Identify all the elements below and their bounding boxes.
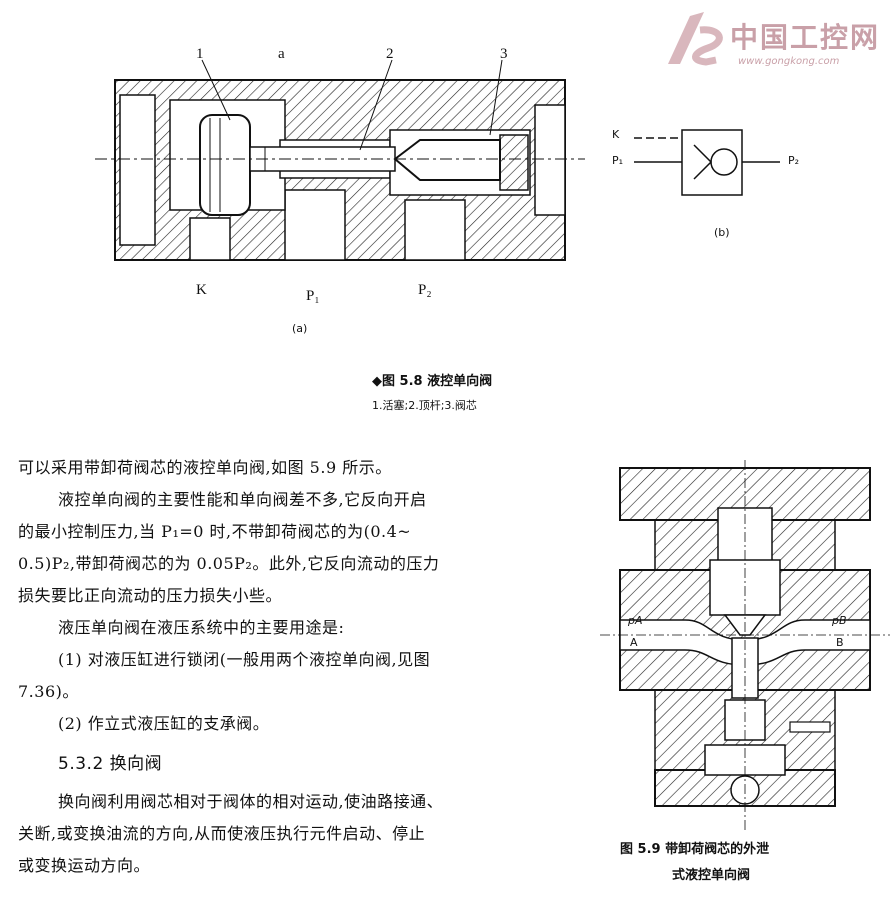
body-text: 可以采用带卸荷阀芯的液控单向阀,如图 5.9 所示。 液控单向阀的主要性能和单向… (18, 452, 588, 882)
port-p2: P₂ (418, 282, 432, 298)
port-p1: P₁ (306, 288, 320, 304)
callout-1: 1 (196, 46, 204, 62)
callout-2: 2 (386, 46, 394, 62)
fig-5-9-b: B (836, 636, 844, 649)
ie-logo-icon (668, 12, 723, 66)
paragraph-1: 可以采用带卸荷阀芯的液控单向阀,如图 5.9 所示。 (18, 458, 392, 477)
paragraph-4-line-1: (1) 对液压缸进行锁闭(一般用两个液控单向阀,见图 (58, 650, 431, 669)
paragraph-6-line-1: 换向阀利用阀芯相对于阀体的相对运动,使油路接通、 (58, 792, 444, 811)
fig-5-9-pb: pB (832, 614, 847, 627)
fig-5-9-a: A (630, 636, 638, 649)
paragraph-3: 液压单向阀在液压系统中的主要用途是: (58, 618, 345, 637)
brand-url: www.gongkong.com (738, 56, 840, 67)
watermark-logo: 中国工控网 www.gongkong.com (660, 8, 890, 68)
symbol-k: K (612, 128, 620, 141)
subfig-b-label: (b) (714, 226, 730, 239)
paragraph-4-line-2: 7.36)。 (18, 682, 79, 701)
fig-5-8-caption: ◆图 5.8 液控单向阀 (372, 374, 493, 389)
section-heading: 5.3.2 换向阀 (58, 754, 163, 774)
symbol-p2: P₂ (788, 154, 800, 167)
fig-5-9-caption-line2: 式液控单向阀 (672, 868, 751, 883)
paragraph-2-line-2: 的最小控制压力,当 P₁=0 时,不带卸荷阀芯的为(0.4~ (18, 522, 412, 541)
symbol-p1: P₁ (612, 154, 624, 167)
subfig-a-label: (a) (292, 322, 308, 335)
paragraph-5: (2) 作立式液压缸的支承阀。 (58, 714, 270, 733)
fig-5-9-caption-line1: 图 5.9 带卸荷阀芯的外泄 (620, 842, 770, 857)
callout-a: a (278, 46, 285, 62)
paragraph-6-line-2: 关断,或变换油流的方向,从而使液压执行元件启动、停止 (18, 824, 426, 843)
paragraph-2-line-4: 损失要比正向流动的压力损失小些。 (18, 586, 283, 605)
check-valve-symbol (634, 129, 780, 196)
brand-name: 中国工控网 (730, 21, 881, 54)
callout-3: 3 (500, 46, 508, 62)
fig-5-9-drawing (600, 460, 890, 830)
paragraph-2-line-3: 0.5)P₂,带卸荷阀芯的为 0.05P₂。此外,它反向流动的压力 (18, 554, 440, 573)
port-k: K (196, 282, 207, 298)
fig-5-9-pa: pA (628, 614, 643, 627)
fig-5-8-legend: 1.活塞;2.顶杆;3.阀芯 (372, 399, 477, 412)
paragraph-6-line-3: 或变换运动方向。 (18, 856, 151, 875)
fig-5-8a-drawing (95, 59, 585, 261)
paragraph-2-line-1: 液控单向阀的主要性能和单向阀差不多,它反向开启 (58, 490, 427, 509)
